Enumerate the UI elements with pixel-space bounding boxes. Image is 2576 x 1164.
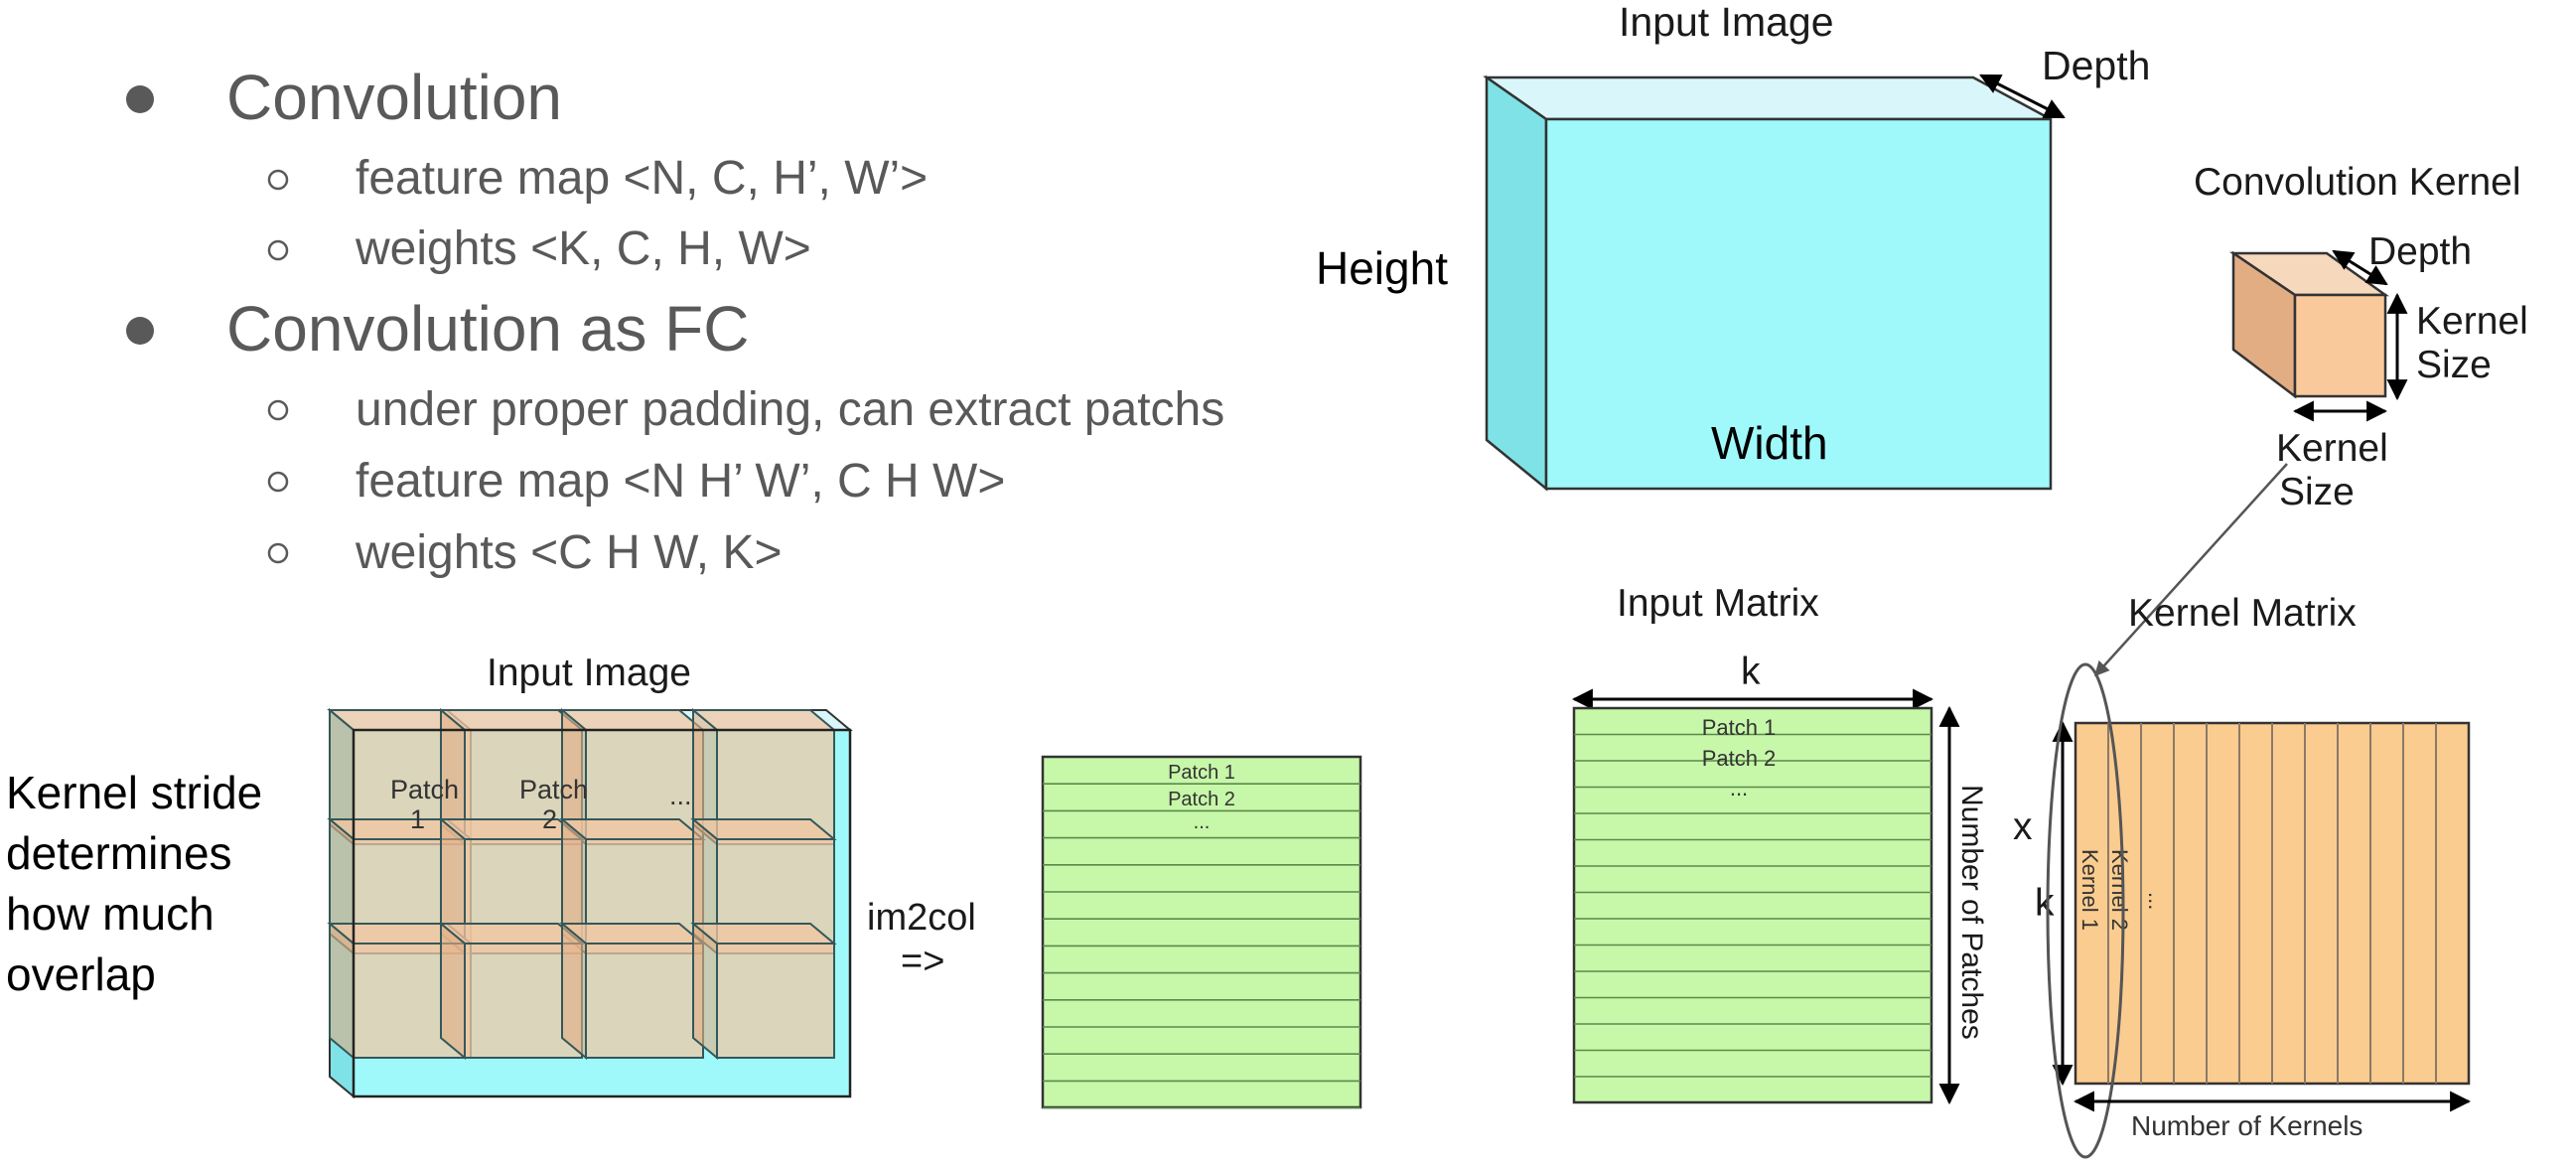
stride-note-line: determines <box>6 827 232 879</box>
bullet-dot <box>126 317 154 345</box>
sub-bullet-ring <box>267 169 289 191</box>
input-image-front-face <box>1544 117 2053 491</box>
input-matrix: Input Matrix k Patch 1 Patch 2 ... Numbe… <box>1571 582 1988 1105</box>
patch-cube-side <box>692 921 718 1061</box>
depth-arrow <box>1979 73 2066 119</box>
bullet-dot <box>126 85 154 113</box>
kernel-depth-arrow <box>2332 249 2388 286</box>
patch-1-label: Patch <box>390 775 459 804</box>
im2col-text: im2col <box>867 897 976 939</box>
input-image-top-face <box>1483 75 2052 121</box>
small-matrix-row-label: Patch 1 <box>1168 762 1235 784</box>
patch-cube-front <box>716 943 835 1059</box>
stride-note: Kernel stride determines how much overla… <box>6 767 262 1000</box>
patch-grid-title: Input Image <box>487 652 691 694</box>
kernel-matrix-k-label: k <box>2035 882 2055 925</box>
input-matrix-row-label: Patch 2 <box>1702 746 1777 771</box>
kernel-size-side-label: Size <box>2416 344 2492 386</box>
bullet-list: Convolution feature map <N, C, H’, W’> w… <box>126 62 1224 579</box>
kernel-size-bottom-label: Size <box>2279 471 2355 513</box>
input-image-3d: Input Image Height Width Depth <box>1316 0 2150 492</box>
kernel-front-face <box>2293 293 2387 398</box>
stride-note-line: Kernel stride <box>6 767 262 818</box>
input-matrix-row-label: ... <box>1730 776 1748 800</box>
kernel-matrix: Kernel Matrix Kernel 1 Kernel 2 ... x k … <box>2013 592 2472 1159</box>
im2col-label: im2col => <box>867 897 976 982</box>
input-matrix-k-label: k <box>1741 651 1761 693</box>
kernel-column-label: Kernel 2 <box>2107 849 2132 931</box>
kernel-column-highlight <box>2046 662 2125 1159</box>
input-image-side-face <box>1485 74 1548 492</box>
kernel-depth-label: Depth <box>2368 230 2472 273</box>
kernel-to-matrix-connector <box>2093 463 2288 677</box>
kernel-matrix-title: Kernel Matrix <box>2128 592 2357 635</box>
patch-grid <box>327 707 853 1099</box>
kernel-column-ellipsis: ... <box>2144 892 2169 910</box>
sub-bullet-ring <box>267 471 289 493</box>
input-image-title: Input Image <box>1619 0 1834 45</box>
height-label: Height <box>1316 242 1448 294</box>
kernel-matrix-columns <box>2107 723 2437 1084</box>
patch-2-label: 2 <box>542 804 557 834</box>
sub-bullet-fc-weights: weights <C H W, K> <box>355 526 783 579</box>
patch-cube-front <box>585 943 704 1059</box>
kernel-matrix-x-label: x <box>2013 805 2033 848</box>
input-matrix-title: Input Matrix <box>1617 582 1819 625</box>
im2col-arrow-text: => <box>901 941 944 982</box>
input-matrix-row-label: Patch 1 <box>1702 715 1777 740</box>
patch-ellipsis: ... <box>669 781 692 810</box>
stride-note-line: overlap <box>6 948 156 1000</box>
input-matrix-rows <box>1574 733 1932 1078</box>
sub-bullet-padding: under proper padding, can extract patchs <box>356 383 1224 436</box>
bullet-convolution-as-fc: Convolution as FC <box>226 293 749 364</box>
patch-1-label: 1 <box>410 804 425 834</box>
sub-bullet-feature-map: feature map <N, C, H’, W’> <box>356 152 928 205</box>
sub-bullet-fc-feature-map: feature map <N H’ W’, C H W> <box>356 455 1005 508</box>
sub-bullet-ring <box>267 239 289 261</box>
number-of-kernels-label: Number of Kernels <box>2131 1110 2362 1141</box>
kernel-size-side-label: Kernel <box>2416 300 2528 343</box>
width-label: Width <box>1711 417 1828 469</box>
depth-label: Depth <box>2042 43 2150 88</box>
small-patch-matrix: Patch 1 Patch 2 ... <box>1041 755 1362 1109</box>
small-matrix-rows <box>1043 783 1360 1109</box>
stride-note-line: how much <box>6 888 215 940</box>
bullet-convolution: Convolution <box>226 62 562 133</box>
kernel-size-bottom-label: Kernel <box>2276 427 2388 470</box>
input-matrix-box <box>1572 706 1933 1104</box>
patch-2-label: Patch <box>519 775 588 804</box>
patch-grid-image: Input Image Patch 1 Patch 2 ... <box>327 652 853 1099</box>
patch-cube-side <box>561 921 587 1061</box>
sub-bullet-ring <box>267 542 289 564</box>
conv-kernel-title: Convolution Kernel <box>2194 161 2521 204</box>
sub-bullet-weights: weights <K, C, H, W> <box>355 222 811 275</box>
patch-cube-side <box>329 921 355 1061</box>
convolution-kernel: Convolution Kernel Depth Kernel Size Ker… <box>2194 161 2528 513</box>
small-matrix-row-label: Patch 2 <box>1168 789 1235 810</box>
patch-cube-side <box>440 921 466 1061</box>
small-matrix-row-label: ... <box>1194 811 1211 833</box>
number-of-patches-label: Number of Patches <box>1955 785 1988 1040</box>
kernel-column-label: Kernel 1 <box>2077 849 2102 931</box>
small-matrix-box <box>1041 755 1362 1109</box>
patch-grid-outline <box>352 728 852 1098</box>
sub-bullet-ring <box>267 399 289 421</box>
